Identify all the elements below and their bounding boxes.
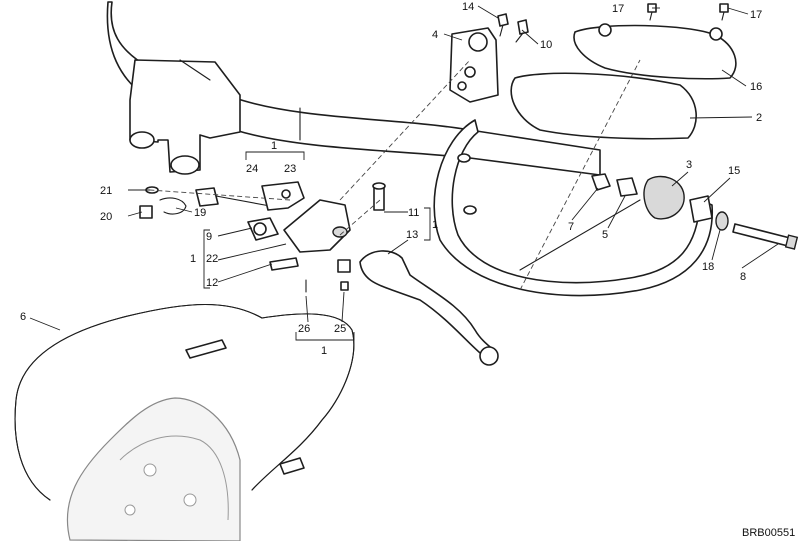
drawing-code: BRB00551	[742, 527, 795, 539]
callout-24: 24	[246, 163, 258, 175]
callout-6: 6	[20, 311, 26, 323]
callout-9: 9	[206, 231, 212, 243]
callout-1-bottom: 1	[321, 345, 327, 357]
callout-17-left: 17	[612, 3, 624, 15]
callout-25: 25	[334, 323, 346, 335]
callout-20: 20	[100, 211, 112, 223]
callout-12: 12	[206, 277, 218, 289]
leader-lines	[29, 5, 779, 341]
clutch-lever-13	[359, 250, 499, 366]
handlebar-clamp	[129, 59, 241, 175]
bar-end-cap-15	[689, 195, 713, 223]
callout-16: 16	[750, 81, 762, 93]
cable-adjuster-24	[195, 187, 271, 207]
hand-guard-shell-2	[510, 72, 697, 140]
bar-end-spacer-7	[591, 173, 611, 191]
callout-19: 19	[194, 207, 206, 219]
callout-7: 7	[568, 221, 574, 233]
callout-10: 10	[540, 39, 552, 51]
hand-guard-frame	[433, 119, 713, 297]
cable-clip-23	[261, 181, 305, 211]
screw-20	[139, 205, 153, 219]
callout-1-right: 1	[432, 219, 438, 231]
callout-26: 26	[298, 323, 310, 335]
bar-end-washer-18	[715, 211, 729, 231]
callout-17-right: 17	[750, 9, 762, 21]
callout-14: 14	[462, 1, 474, 13]
lever-bracket-22	[283, 199, 351, 253]
callout-15: 15	[728, 165, 740, 177]
screw-12	[269, 257, 299, 271]
bar-end-weight-3	[643, 175, 685, 220]
nut-25	[337, 259, 351, 291]
callout-21: 21	[100, 185, 112, 197]
callouts: 14 4 10 17 17 16 2 3 15 7 5 18 8 11 13 1…	[20, 1, 762, 357]
callout-1-top: 1	[271, 140, 277, 152]
callout-3: 3	[686, 159, 692, 171]
clutch-cable-6	[14, 304, 355, 501]
callout-1-left: 1	[190, 253, 196, 265]
callout-2: 2	[756, 112, 762, 124]
callout-11: 11	[408, 207, 419, 219]
pivot-pin-11	[372, 182, 386, 211]
callout-5: 5	[602, 229, 608, 241]
screw-17-right	[719, 3, 729, 21]
screw-17-left	[647, 3, 657, 21]
callout-23: 23	[284, 163, 296, 175]
callout-18: 18	[702, 261, 714, 273]
callout-4: 4	[432, 29, 438, 41]
callout-13: 13	[406, 229, 418, 241]
bar-end-insert-5	[616, 177, 638, 197]
bolt-10	[515, 19, 529, 43]
bolt-14	[497, 13, 509, 37]
hand-guard-cover-16	[573, 23, 737, 80]
callout-22: 22	[206, 253, 218, 265]
switch-9	[247, 217, 279, 241]
assembly-lines	[149, 59, 641, 291]
callout-8: 8	[740, 271, 746, 283]
screw-19	[159, 197, 187, 215]
mirror-bracket-4	[449, 27, 499, 103]
engine-case	[66, 397, 241, 541]
bar-end-bolt-8	[732, 223, 799, 250]
